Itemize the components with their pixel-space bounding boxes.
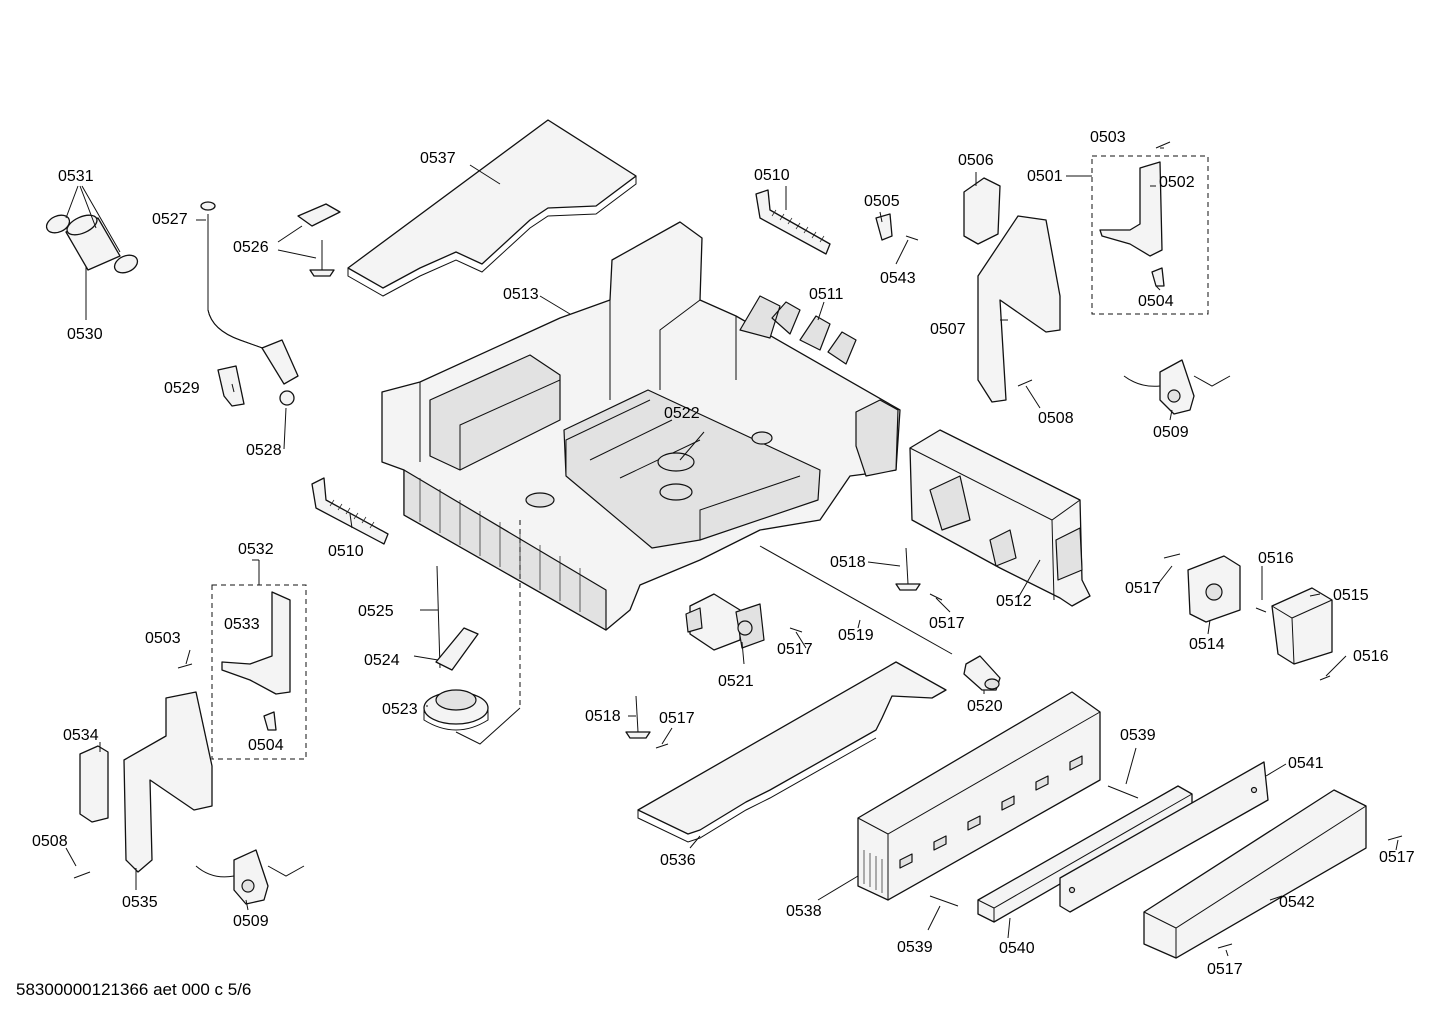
part-0510-spring-top — [755, 189, 831, 255]
label-0516-b: 0516 — [1353, 648, 1389, 665]
part-0523-pump — [423, 520, 521, 745]
label-0509-left: 0509 — [233, 913, 269, 930]
part-0538-plinth-panel — [857, 691, 1101, 901]
part-0513-base-tub — [381, 221, 901, 631]
part-0526-cap-screw — [297, 203, 341, 277]
part-0537-cover-plate — [347, 119, 637, 297]
label-0518-upper: 0518 — [830, 554, 866, 571]
part-0506-bracket — [963, 177, 1001, 245]
label-0511: 0511 — [809, 286, 844, 303]
label-0517-a: 0517 — [929, 615, 965, 632]
label-0537: 0537 — [420, 150, 456, 167]
small-clips — [263, 267, 1165, 731]
label-0522: 0522 — [664, 405, 700, 422]
label-0538: 0538 — [786, 903, 822, 920]
part-0509-motor-right — [1123, 359, 1231, 415]
part-0533-bracket — [221, 591, 291, 695]
label-0504-top: 0504 — [1138, 293, 1174, 310]
part-0509-motor-left — [195, 849, 305, 905]
label-0521: 0521 — [718, 673, 754, 690]
label-0520: 0520 — [967, 698, 1003, 715]
part-0514-bracket — [1187, 555, 1241, 623]
label-0531: 0531 — [58, 168, 94, 185]
label-0505: 0505 — [864, 193, 900, 210]
group-0532-dashed — [211, 560, 307, 760]
part-0519-rod — [759, 545, 953, 655]
label-0542: 0542 — [1279, 894, 1315, 911]
part-0531-clamps — [45, 214, 139, 274]
part-0529-clip — [217, 365, 245, 407]
part-0510-spring-left — [311, 477, 389, 545]
label-0503-left: 0503 — [145, 630, 181, 647]
part-0542-kick-plate — [1143, 789, 1367, 959]
label-0539-top: 0539 — [1120, 727, 1156, 744]
label-0517-d: 0517 — [1125, 580, 1161, 597]
label-0517-c: 0517 — [659, 710, 695, 727]
label-0530: 0530 — [67, 326, 103, 343]
label-0507: 0507 — [930, 321, 966, 338]
part-0505-small-fitting — [875, 213, 893, 241]
label-0518-lower: 0518 — [585, 708, 621, 725]
label-0514: 0514 — [1189, 636, 1225, 653]
label-0508-left: 0508 — [32, 833, 68, 850]
label-0515: 0515 — [1333, 587, 1369, 604]
label-0525: 0525 — [358, 603, 394, 620]
label-0509-top: 0509 — [1153, 424, 1189, 441]
label-0503-top: 0503 — [1090, 129, 1126, 146]
part-0515-cover — [1271, 587, 1333, 665]
group-0501-dashed — [1066, 155, 1209, 315]
label-0540: 0540 — [999, 940, 1035, 957]
label-0502: 0502 — [1159, 174, 1195, 191]
small-screws — [73, 141, 1403, 949]
part-0524-arm — [435, 627, 479, 671]
label-0517-b: 0517 — [777, 641, 813, 658]
label-0539-bottom: 0539 — [897, 939, 933, 956]
label-0541: 0541 — [1288, 755, 1324, 772]
part-0512-control-module — [909, 429, 1091, 607]
part-0534-cover — [79, 745, 109, 823]
label-0527: 0527 — [152, 211, 188, 228]
part-labels: 0537 0531 0527 0526 0530 0513 0510 0511 … — [32, 129, 1415, 978]
label-0510-left: 0510 — [328, 543, 364, 560]
label-0516-a: 0516 — [1258, 550, 1294, 567]
label-0536: 0536 — [660, 852, 696, 869]
label-0519: 0519 — [838, 627, 874, 644]
label-0506: 0506 — [958, 152, 994, 169]
label-0501: 0501 — [1027, 168, 1063, 185]
label-0513: 0513 — [503, 286, 539, 303]
part-0518-screws — [625, 547, 921, 739]
label-0526: 0526 — [233, 239, 269, 256]
part-0507-bracket — [977, 215, 1061, 403]
part-0536-base-plate — [637, 661, 947, 843]
part-0527-hose — [200, 201, 269, 351]
leader-lines — [65, 147, 1399, 957]
label-0512: 0512 — [996, 593, 1032, 610]
part-0502-bracket — [1099, 161, 1163, 257]
part-0521-valve — [685, 593, 765, 651]
label-0534: 0534 — [63, 727, 99, 744]
part-0520-sensor — [963, 655, 1001, 691]
part-0535-bracket — [123, 691, 213, 873]
label-0524: 0524 — [364, 652, 400, 669]
label-0504-left: 0504 — [248, 737, 284, 754]
label-0535: 0535 — [122, 894, 158, 911]
label-0510-top: 0510 — [754, 167, 790, 184]
document-reference: 58300000121366 aet 000 c 5/6 — [16, 980, 252, 999]
label-0532: 0532 — [238, 541, 274, 558]
label-0508-top: 0508 — [1038, 410, 1074, 427]
label-0543: 0543 — [880, 270, 916, 287]
label-0523: 0523 — [382, 701, 418, 718]
part-0525-shaft — [436, 565, 441, 669]
part-0528-hose-end — [261, 339, 299, 406]
part-0530-tube — [65, 214, 121, 271]
label-0517-f: 0517 — [1207, 961, 1243, 978]
label-0517-e: 0517 — [1379, 849, 1415, 866]
part-0541-strip — [1059, 761, 1269, 913]
label-0529: 0529 — [164, 380, 200, 397]
label-0528: 0528 — [246, 442, 282, 459]
label-0533: 0533 — [224, 616, 260, 633]
